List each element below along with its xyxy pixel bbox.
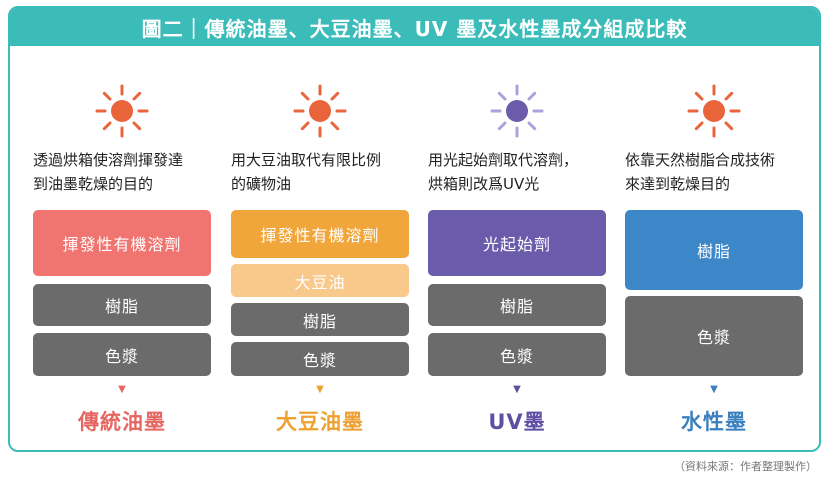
layer-soybean-oil: 大豆油 <box>231 264 409 297</box>
layer-pigment-paste: 色漿 <box>625 296 803 376</box>
description-line: 到油墨乾燥的目的 <box>33 175 154 193</box>
diagram-title: 圖二｜傳統油墨、大豆油墨、UV 墨及水性墨成分組成比較 <box>141 16 688 41</box>
description-line: 透過烘箱使溶劑揮發達 <box>33 151 184 169</box>
description-line: 用大豆油取代有限比例 <box>231 151 382 169</box>
description-line: 用光起始劑取代溶劑， <box>428 151 579 169</box>
sun-icon <box>293 84 347 138</box>
layer-pigment-paste: 色漿 <box>33 333 211 376</box>
sun-icon <box>687 84 741 138</box>
layer-photoinitiator: 光起始劑 <box>428 210 606 276</box>
column-traditional-ink: 透過烘箱使溶劑揮發達 到油墨乾燥的目的 揮發性有機溶劑 樹脂 色漿 ▼ 傳統油墨 <box>33 84 211 434</box>
description-line: 來達到乾燥目的 <box>625 175 731 193</box>
sun-icon <box>490 84 544 138</box>
column-uv-ink: 用光起始劑取代溶劑， 烘箱則改爲UV光 光起始劑 樹脂 色漿 ▼ UV墨 <box>428 84 606 434</box>
title-bar: 圖二｜傳統油墨、大豆油墨、UV 墨及水性墨成分組成比較 <box>10 8 819 46</box>
layer-resin: 樹脂 <box>33 284 211 326</box>
description-line: 依靠天然樹脂合成技術 <box>625 151 776 169</box>
down-triangle-icon: ▼ <box>513 384 521 395</box>
description-line: 烘箱則改爲UV光 <box>428 175 540 193</box>
layer-volatile-solvent: 揮發性有機溶劑 <box>33 210 211 276</box>
sun-icon <box>95 84 149 138</box>
layer-resin: 樹脂 <box>625 210 803 290</box>
column-description: 依靠天然樹脂合成技術 來達到乾燥目的 <box>625 148 819 196</box>
layer-pigment-paste: 色漿 <box>231 342 409 376</box>
column-description: 用光起始劑取代溶劑， 烘箱則改爲UV光 <box>428 148 628 196</box>
column-description: 用大豆油取代有限比例 的礦物油 <box>231 148 431 196</box>
ink-name: UV墨 <box>488 410 546 434</box>
column-description: 透過烘箱使溶劑揮發達 到油墨乾燥的目的 <box>33 148 233 196</box>
source-note: （資料來源：作者整理製作） <box>674 460 817 473</box>
layer-pigment-paste: 色漿 <box>428 333 606 376</box>
column-water-based-ink: 依靠天然樹脂合成技術 來達到乾燥目的 樹脂 色漿 ▼ 水性墨 <box>625 84 803 434</box>
ink-name: 大豆油墨 <box>276 410 364 434</box>
column-soy-ink: 用大豆油取代有限比例 的礦物油 揮發性有機溶劑 大豆油 樹脂 色漿 ▼ 大豆油墨 <box>231 84 409 434</box>
layer-resin: 樹脂 <box>428 284 606 326</box>
down-triangle-icon: ▼ <box>710 384 718 395</box>
down-triangle-icon: ▼ <box>316 384 324 395</box>
ink-name: 水性墨 <box>681 410 747 434</box>
description-line: 的礦物油 <box>231 175 292 193</box>
diagram-frame: 圖二｜傳統油墨、大豆油墨、UV 墨及水性墨成分組成比較 透過烘箱使溶劑揮發達 到… <box>8 6 821 452</box>
layer-resin: 樹脂 <box>231 303 409 336</box>
layer-volatile-solvent: 揮發性有機溶劑 <box>231 210 409 258</box>
ink-name: 傳統油墨 <box>78 410 166 434</box>
down-triangle-icon: ▼ <box>118 384 126 395</box>
